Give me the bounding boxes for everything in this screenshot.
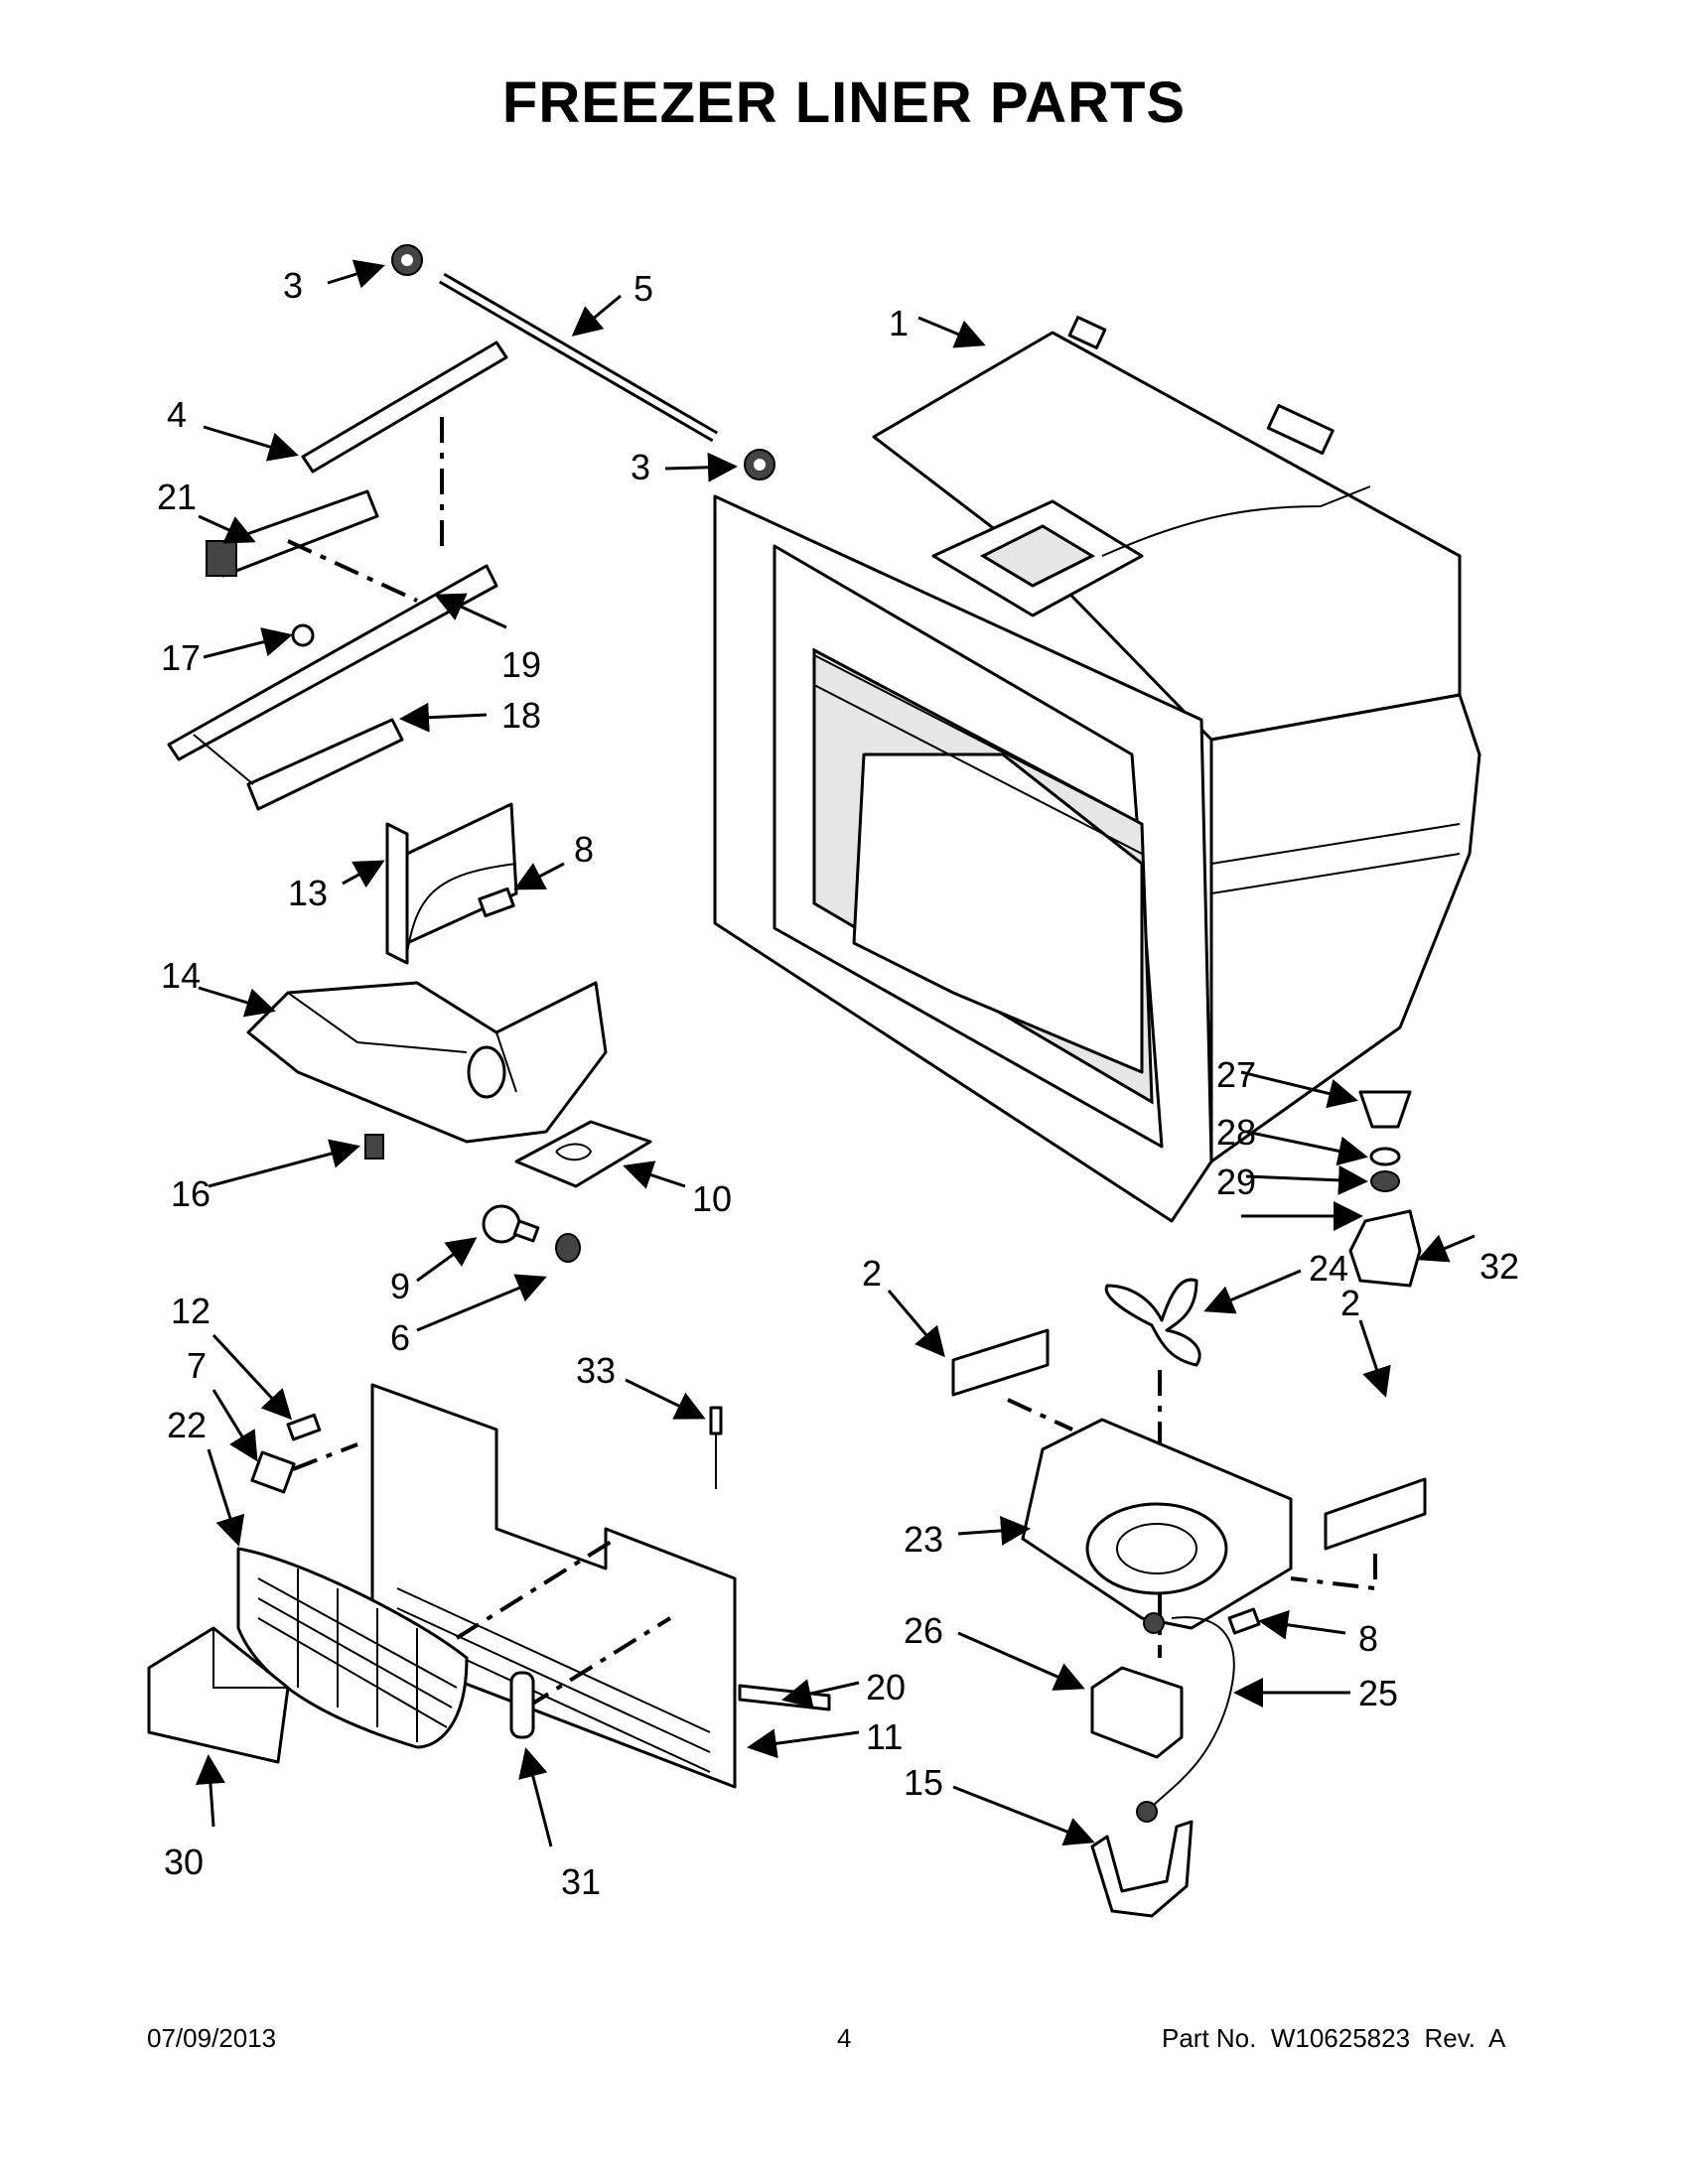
callout-11: 11 bbox=[866, 1716, 903, 1757]
nut-29 bbox=[1370, 1170, 1400, 1192]
callout-27: 27 bbox=[1216, 1054, 1256, 1095]
callout-7: 7 bbox=[187, 1345, 207, 1386]
seal-28 bbox=[1369, 1147, 1401, 1166]
pad-10 bbox=[514, 1120, 652, 1188]
housing-7 bbox=[250, 1442, 358, 1494]
callout-25: 25 bbox=[1358, 1673, 1398, 1713]
callout-30: 30 bbox=[164, 1842, 204, 1882]
callout-8-upper: 8 bbox=[574, 829, 594, 870]
page-title: FREEZER LINER PARTS bbox=[501, 70, 1187, 135]
callout-labels: 3 5 1 3 4 21 17 19 18 13 8 14 16 10 9 6 … bbox=[157, 265, 1519, 1902]
callout-29: 29 bbox=[1216, 1161, 1256, 1202]
lamp-bulb bbox=[482, 1204, 540, 1244]
shaft bbox=[438, 272, 719, 443]
callout-31: 31 bbox=[561, 1861, 601, 1902]
callout-3-upper: 3 bbox=[283, 265, 303, 306]
callout-32: 32 bbox=[1479, 1246, 1519, 1287]
screw-12 bbox=[286, 1413, 322, 1441]
lamp-socket bbox=[555, 1233, 581, 1263]
callout-6: 6 bbox=[390, 1317, 410, 1358]
cover-14 bbox=[246, 981, 608, 1144]
gear-lower bbox=[744, 449, 775, 480]
motor-bracket bbox=[1090, 1801, 1194, 1918]
slide-rail-assembly bbox=[167, 341, 508, 811]
leader-lines bbox=[195, 259, 1476, 1847]
wire-harness bbox=[1151, 1616, 1235, 1808]
callout-18: 18 bbox=[501, 695, 541, 736]
drain-trough-32 bbox=[1348, 1209, 1422, 1288]
callout-19: 19 bbox=[501, 644, 541, 685]
callout-2-right: 2 bbox=[1340, 1283, 1360, 1323]
foam-block-right bbox=[1324, 1477, 1427, 1551]
screw-8-upper bbox=[478, 887, 515, 918]
callout-12: 12 bbox=[171, 1291, 211, 1331]
callout-14: 14 bbox=[161, 955, 201, 996]
fan-motor bbox=[1090, 1612, 1184, 1759]
callout-5: 5 bbox=[633, 268, 653, 309]
callout-4: 4 bbox=[167, 394, 187, 435]
gear-upper bbox=[391, 244, 423, 276]
callout-17: 17 bbox=[161, 637, 201, 678]
fan-blade bbox=[1104, 1278, 1201, 1367]
footer-part-number: Part No. W10625823 Rev. A bbox=[1162, 2023, 1506, 2053]
callout-33: 33 bbox=[576, 1350, 616, 1391]
callout-3-lower: 3 bbox=[631, 447, 650, 487]
footer-date: 07/09/2013 bbox=[147, 2023, 277, 2053]
callout-22: 22 bbox=[167, 1405, 207, 1445]
callout-15: 15 bbox=[904, 1762, 943, 1803]
callout-9: 9 bbox=[390, 1266, 410, 1306]
footer-page-number: 4 bbox=[837, 2023, 852, 2053]
callout-13: 13 bbox=[288, 873, 328, 913]
callout-20: 20 bbox=[866, 1667, 906, 1707]
callout-21: 21 bbox=[157, 477, 197, 517]
callout-10: 10 bbox=[692, 1178, 732, 1219]
fan-shroud bbox=[1021, 1418, 1293, 1630]
callout-24: 24 bbox=[1309, 1248, 1348, 1289]
sensor-31 bbox=[509, 1671, 535, 1739]
bar-20 bbox=[738, 1684, 831, 1711]
callout-28: 28 bbox=[1216, 1112, 1256, 1153]
drain-cup-27 bbox=[1358, 1090, 1412, 1129]
screw-8-lower bbox=[1227, 1607, 1261, 1635]
callout-26: 26 bbox=[904, 1610, 943, 1651]
freezer-liner bbox=[713, 316, 1481, 1223]
callout-2-left: 2 bbox=[862, 1253, 882, 1294]
callout-8-lower: 8 bbox=[1358, 1618, 1378, 1659]
callout-23: 23 bbox=[904, 1519, 943, 1560]
callout-16: 16 bbox=[171, 1173, 211, 1214]
bracket bbox=[385, 802, 518, 965]
callout-1: 1 bbox=[889, 303, 909, 343]
cover-30 bbox=[147, 1626, 290, 1764]
switch-16 bbox=[364, 1134, 384, 1160]
rear-panel bbox=[370, 1383, 737, 1789]
foam-block-left bbox=[951, 1328, 1050, 1397]
thermistor-33 bbox=[709, 1406, 723, 1489]
